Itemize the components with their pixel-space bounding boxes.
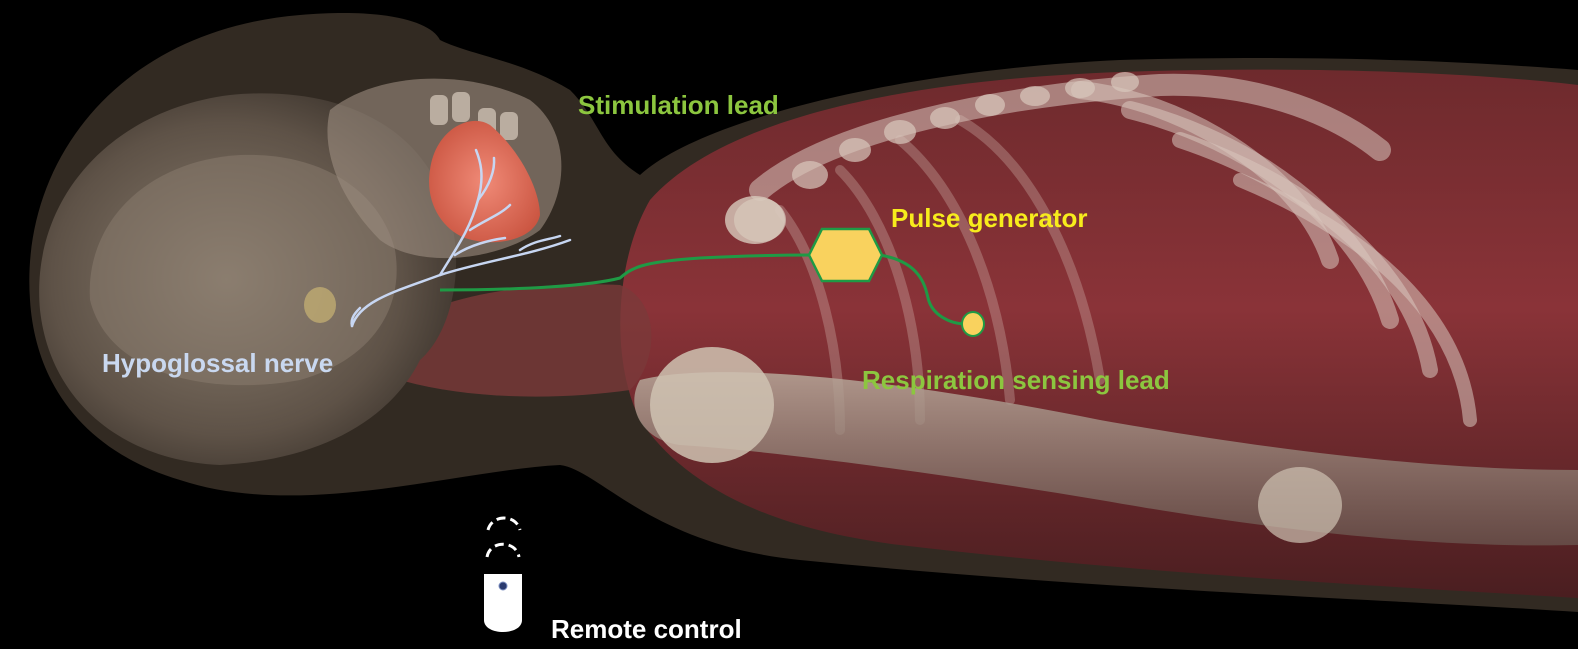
label-pulse-generator: Pulse generator [891, 203, 1088, 233]
remote-body [484, 574, 522, 632]
respiration-sensor [961, 311, 985, 337]
ear [304, 287, 336, 323]
skull-inner [89, 154, 397, 386]
signal-wave-inner [485, 542, 521, 558]
clavicle-joint [725, 196, 785, 244]
label-hypoglossal-nerve: Hypoglossal nerve [102, 348, 334, 378]
elbow-joint [1258, 467, 1342, 543]
cervical-spine [390, 284, 652, 397]
stimulation-lead [439, 253, 813, 292]
label-stimulation-lead: Stimulation lead [578, 90, 779, 120]
signal-wave-outer [486, 516, 522, 531]
arm [634, 372, 1578, 546]
label-remote-control: Remote control [551, 614, 742, 644]
pulse-generator-device [807, 227, 884, 283]
respiration-sensing-lead [879, 253, 967, 326]
tongue [429, 120, 540, 243]
shoulder-joint [650, 347, 774, 463]
remote-button [498, 581, 508, 591]
remote-control-device [484, 516, 522, 632]
label-respiration-sensing-lead: Respiration sensing lead [862, 365, 1170, 395]
hypoglossal-nerve [350, 148, 572, 328]
